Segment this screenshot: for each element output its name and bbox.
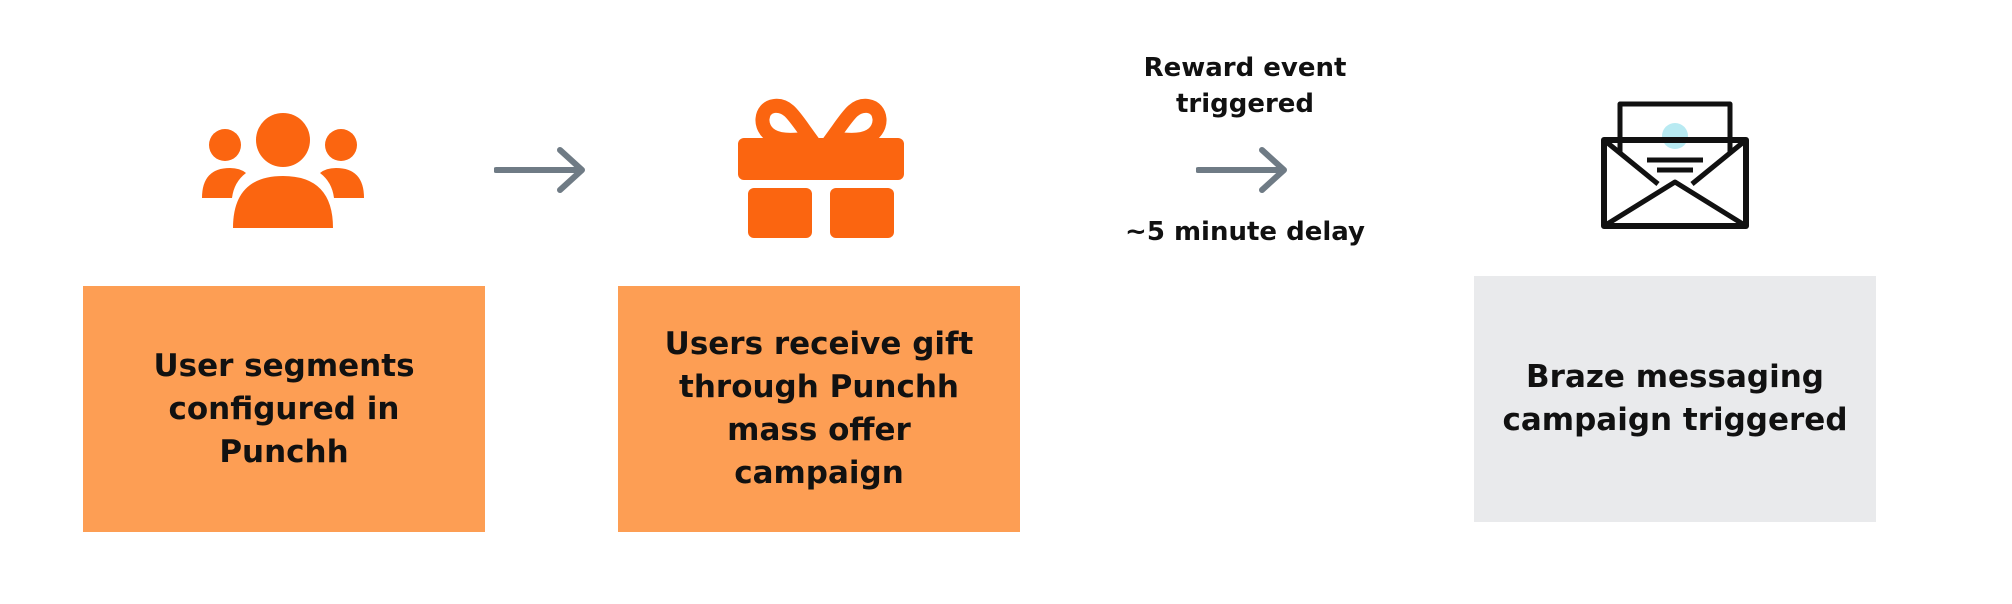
users-icon <box>200 112 366 228</box>
step-box-segments: User segments configured in Punchh <box>83 286 485 532</box>
arrow-right-icon <box>1196 146 1292 194</box>
arrow-right-icon <box>494 146 590 194</box>
event-label: Reward event triggered <box>1143 53 1347 119</box>
gift-icon <box>738 98 904 238</box>
step-box-braze: Braze messaging campaign triggered <box>1474 276 1876 522</box>
delay-label: ~5 minute delay <box>1125 217 1365 247</box>
step-box-gift: Users receive gift through Punchh mass o… <box>618 286 1020 532</box>
envelope-icon <box>1600 100 1750 232</box>
